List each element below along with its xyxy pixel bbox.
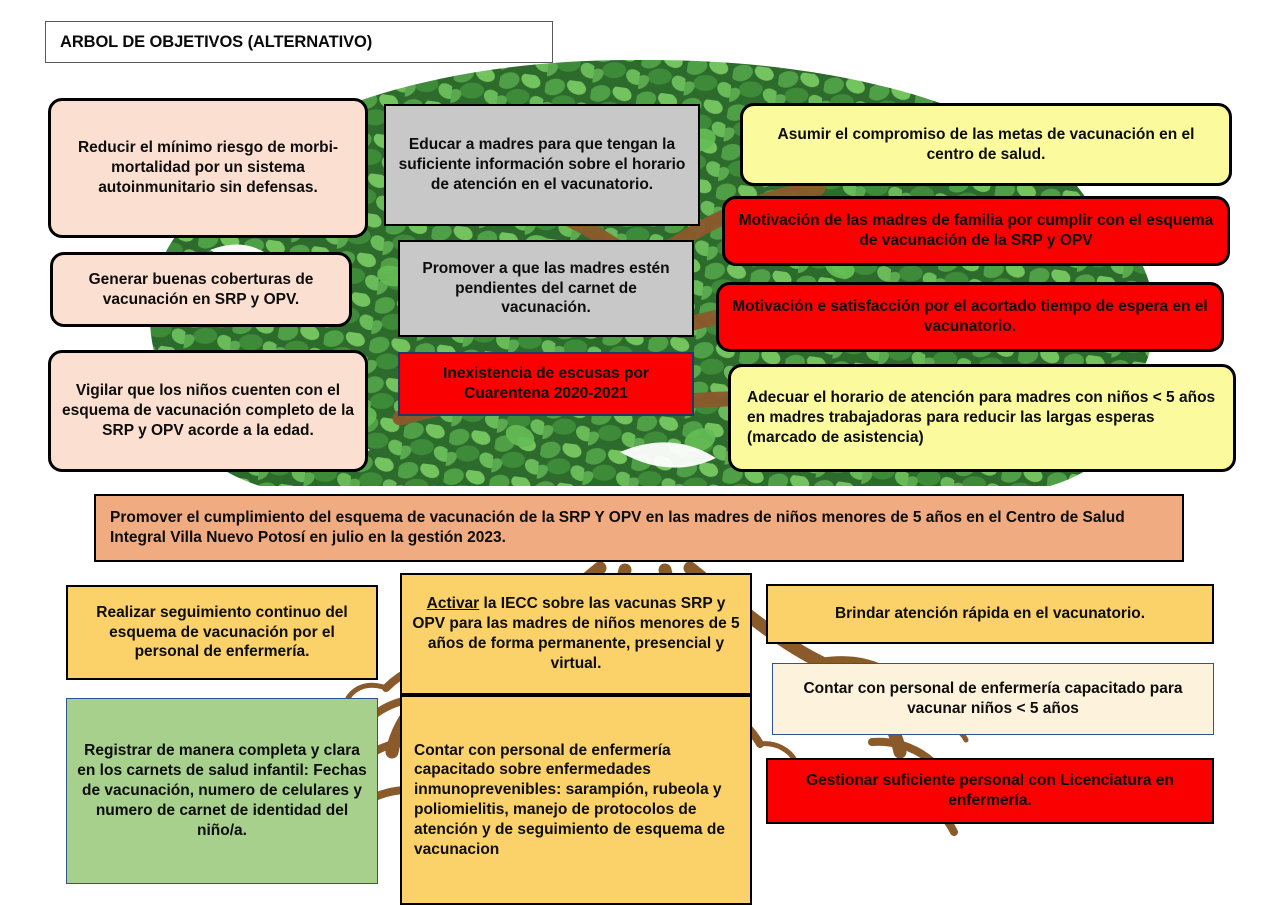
end-node-adecuar-horario[interactable]: Adecuar el horario de atención para madr… (728, 364, 1236, 472)
end-node-text: Vigilar que los niños cuenten con el esq… (61, 382, 354, 439)
mean-node-personal-capacitado-vacunar[interactable]: Contar con personal de enfermería capaci… (772, 663, 1214, 735)
mean-node-text: Activar la IECC sobre las vacunas SRP y … (412, 594, 740, 673)
mean-node-seguimiento-continuo[interactable]: Realizar seguimiento continuo del esquem… (66, 585, 378, 680)
mean-node-text: Gestionar suficiente personal con Licenc… (806, 772, 1174, 809)
end-node-text: Adecuar el horario de atención para madr… (747, 389, 1216, 446)
end-node-asumir-compromiso[interactable]: Asumir el compromiso de las metas de vac… (740, 103, 1232, 186)
end-node-text: Educar a madres para que tengan la sufic… (398, 136, 686, 193)
end-node-motivacion-satisfaccion[interactable]: Motivación e satisfacción por el acortad… (716, 282, 1224, 352)
end-node-text: Promover a que las madres estén pendient… (422, 259, 670, 317)
mean-node-text: Realizar seguimiento continuo del esquem… (96, 603, 348, 661)
mean-node-brindar-atencion-rapida[interactable]: Brindar atención rápida en el vacunatori… (766, 584, 1214, 644)
central-objective-text: Promover el cumplimiento del esquema de … (110, 509, 1125, 546)
mean-node-registrar-carnets[interactable]: Registrar de manera completa y clara en … (66, 698, 378, 884)
end-node-text: Asumir el compromiso de las metas de vac… (777, 125, 1195, 163)
mean-node-text: Registrar de manera completa y clara en … (77, 742, 367, 839)
mean-node-text: Brindar atención rápida en el vacunatori… (834, 605, 1146, 623)
mean-node-text: Contar con personal de enfermería capaci… (803, 680, 1183, 717)
end-node-text: Motivación e satisfacción por el acortad… (732, 298, 1208, 335)
mean-node-activar-iecc[interactable]: Activar la IECC sobre las vacunas SRP y … (400, 573, 752, 695)
end-node-educar-madres[interactable]: Educar a madres para que tengan la sufic… (384, 104, 700, 226)
end-node-promover-carnet[interactable]: Promover a que las madres estén pendient… (398, 240, 694, 337)
end-node-text: Generar buenas coberturas de vacunación … (88, 270, 314, 308)
mean-node-personal-capacitado-enfermedades[interactable]: Contar con personal de enfermería capaci… (400, 695, 752, 905)
end-node-motivacion-madres[interactable]: Motivación de las madres de familia por … (722, 196, 1230, 266)
central-objective-banner[interactable]: Promover el cumplimiento del esquema de … (94, 494, 1184, 562)
diagram-title: ARBOL DE OBJETIVOS (ALTERNATIVO) (45, 21, 553, 63)
end-node-text: Motivación de las madres de familia por … (738, 212, 1214, 249)
end-node-text: Reducir el mínimo riesgo de morbi-mortal… (77, 139, 339, 196)
end-node-inexistencia-escusas[interactable]: Inexistencia de escusas por Cuarentena 2… (398, 352, 694, 416)
diagram-title-text: ARBOL DE OBJETIVOS (ALTERNATIVO) (60, 32, 373, 51)
end-node-text: Inexistencia de escusas por Cuarentena 2… (443, 365, 649, 402)
mean-node-text: Contar con personal de enfermería capaci… (414, 741, 725, 858)
end-node-vigilar-esquema[interactable]: Vigilar que los niños cuenten con el esq… (48, 350, 368, 472)
end-node-reducir-riesgo[interactable]: Reducir el mínimo riesgo de morbi-mortal… (48, 98, 368, 238)
mean-node-text-underlined: Activar (426, 595, 480, 613)
mean-node-gestionar-licenciatura[interactable]: Gestionar suficiente personal con Licenc… (766, 758, 1214, 824)
end-node-generar-coberturas[interactable]: Generar buenas coberturas de vacunación … (50, 252, 352, 327)
